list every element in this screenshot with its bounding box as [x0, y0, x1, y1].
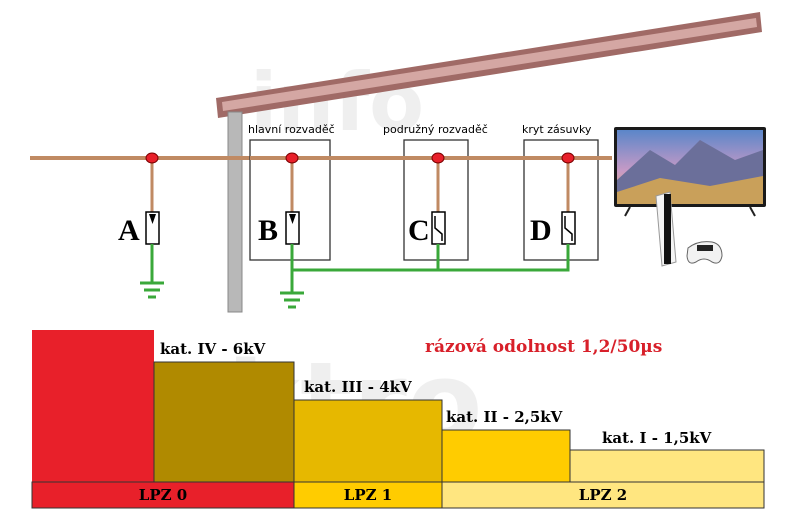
game-console-icon	[655, 191, 677, 267]
lpz-1-label: LPZ 1	[344, 486, 392, 504]
sub-box-label: podružný rozvaděč	[383, 123, 488, 136]
spd-device-c	[431, 211, 446, 245]
cat-iv-bar	[153, 361, 295, 483]
lpz0-block	[32, 330, 154, 482]
cat-iii-label: kat. III - 4kV	[304, 378, 412, 396]
device-label-c: C	[408, 214, 430, 247]
lpz-1-zone	[293, 481, 443, 509]
gamepad-icon	[686, 241, 723, 264]
spd-device-a	[145, 211, 160, 245]
device-label-b: B	[258, 214, 278, 247]
cat-iii-bar	[293, 399, 443, 483]
ground-symbol-b	[280, 291, 304, 309]
ground-symbol-a	[140, 281, 164, 299]
spd-device-b	[285, 211, 300, 245]
cat-i-label: kat. I - 1,5kV	[602, 429, 712, 447]
building-pole	[227, 111, 243, 313]
lpz-0-zone	[31, 481, 295, 509]
cat-ii-label: kat. II - 2,5kV	[446, 408, 563, 426]
ground-wiring	[150, 244, 570, 292]
category-bars	[32, 330, 765, 483]
lpz-0-label: LPZ 0	[139, 486, 187, 504]
lpz-2-label: LPZ 2	[579, 486, 627, 504]
spd-device-d	[561, 211, 576, 245]
connection-nodes	[145, 152, 575, 164]
impulse-note: rázová odolnost 1,2/50µs	[425, 337, 662, 357]
roof	[216, 12, 762, 118]
device-label-d: D	[530, 214, 552, 247]
tv-icon	[614, 127, 766, 217]
cat-iv-label: kat. IV - 6kV	[160, 340, 266, 358]
cat-ii-bar	[441, 429, 571, 483]
device-label-a: A	[118, 214, 140, 247]
main-box-label: hlavní rozvaděč	[248, 123, 335, 136]
socket-box-label: kryt zásuvky	[522, 123, 592, 136]
lpz-2-zone	[441, 481, 765, 509]
cat-i-bar	[569, 449, 765, 483]
lpz-zones	[31, 481, 765, 509]
